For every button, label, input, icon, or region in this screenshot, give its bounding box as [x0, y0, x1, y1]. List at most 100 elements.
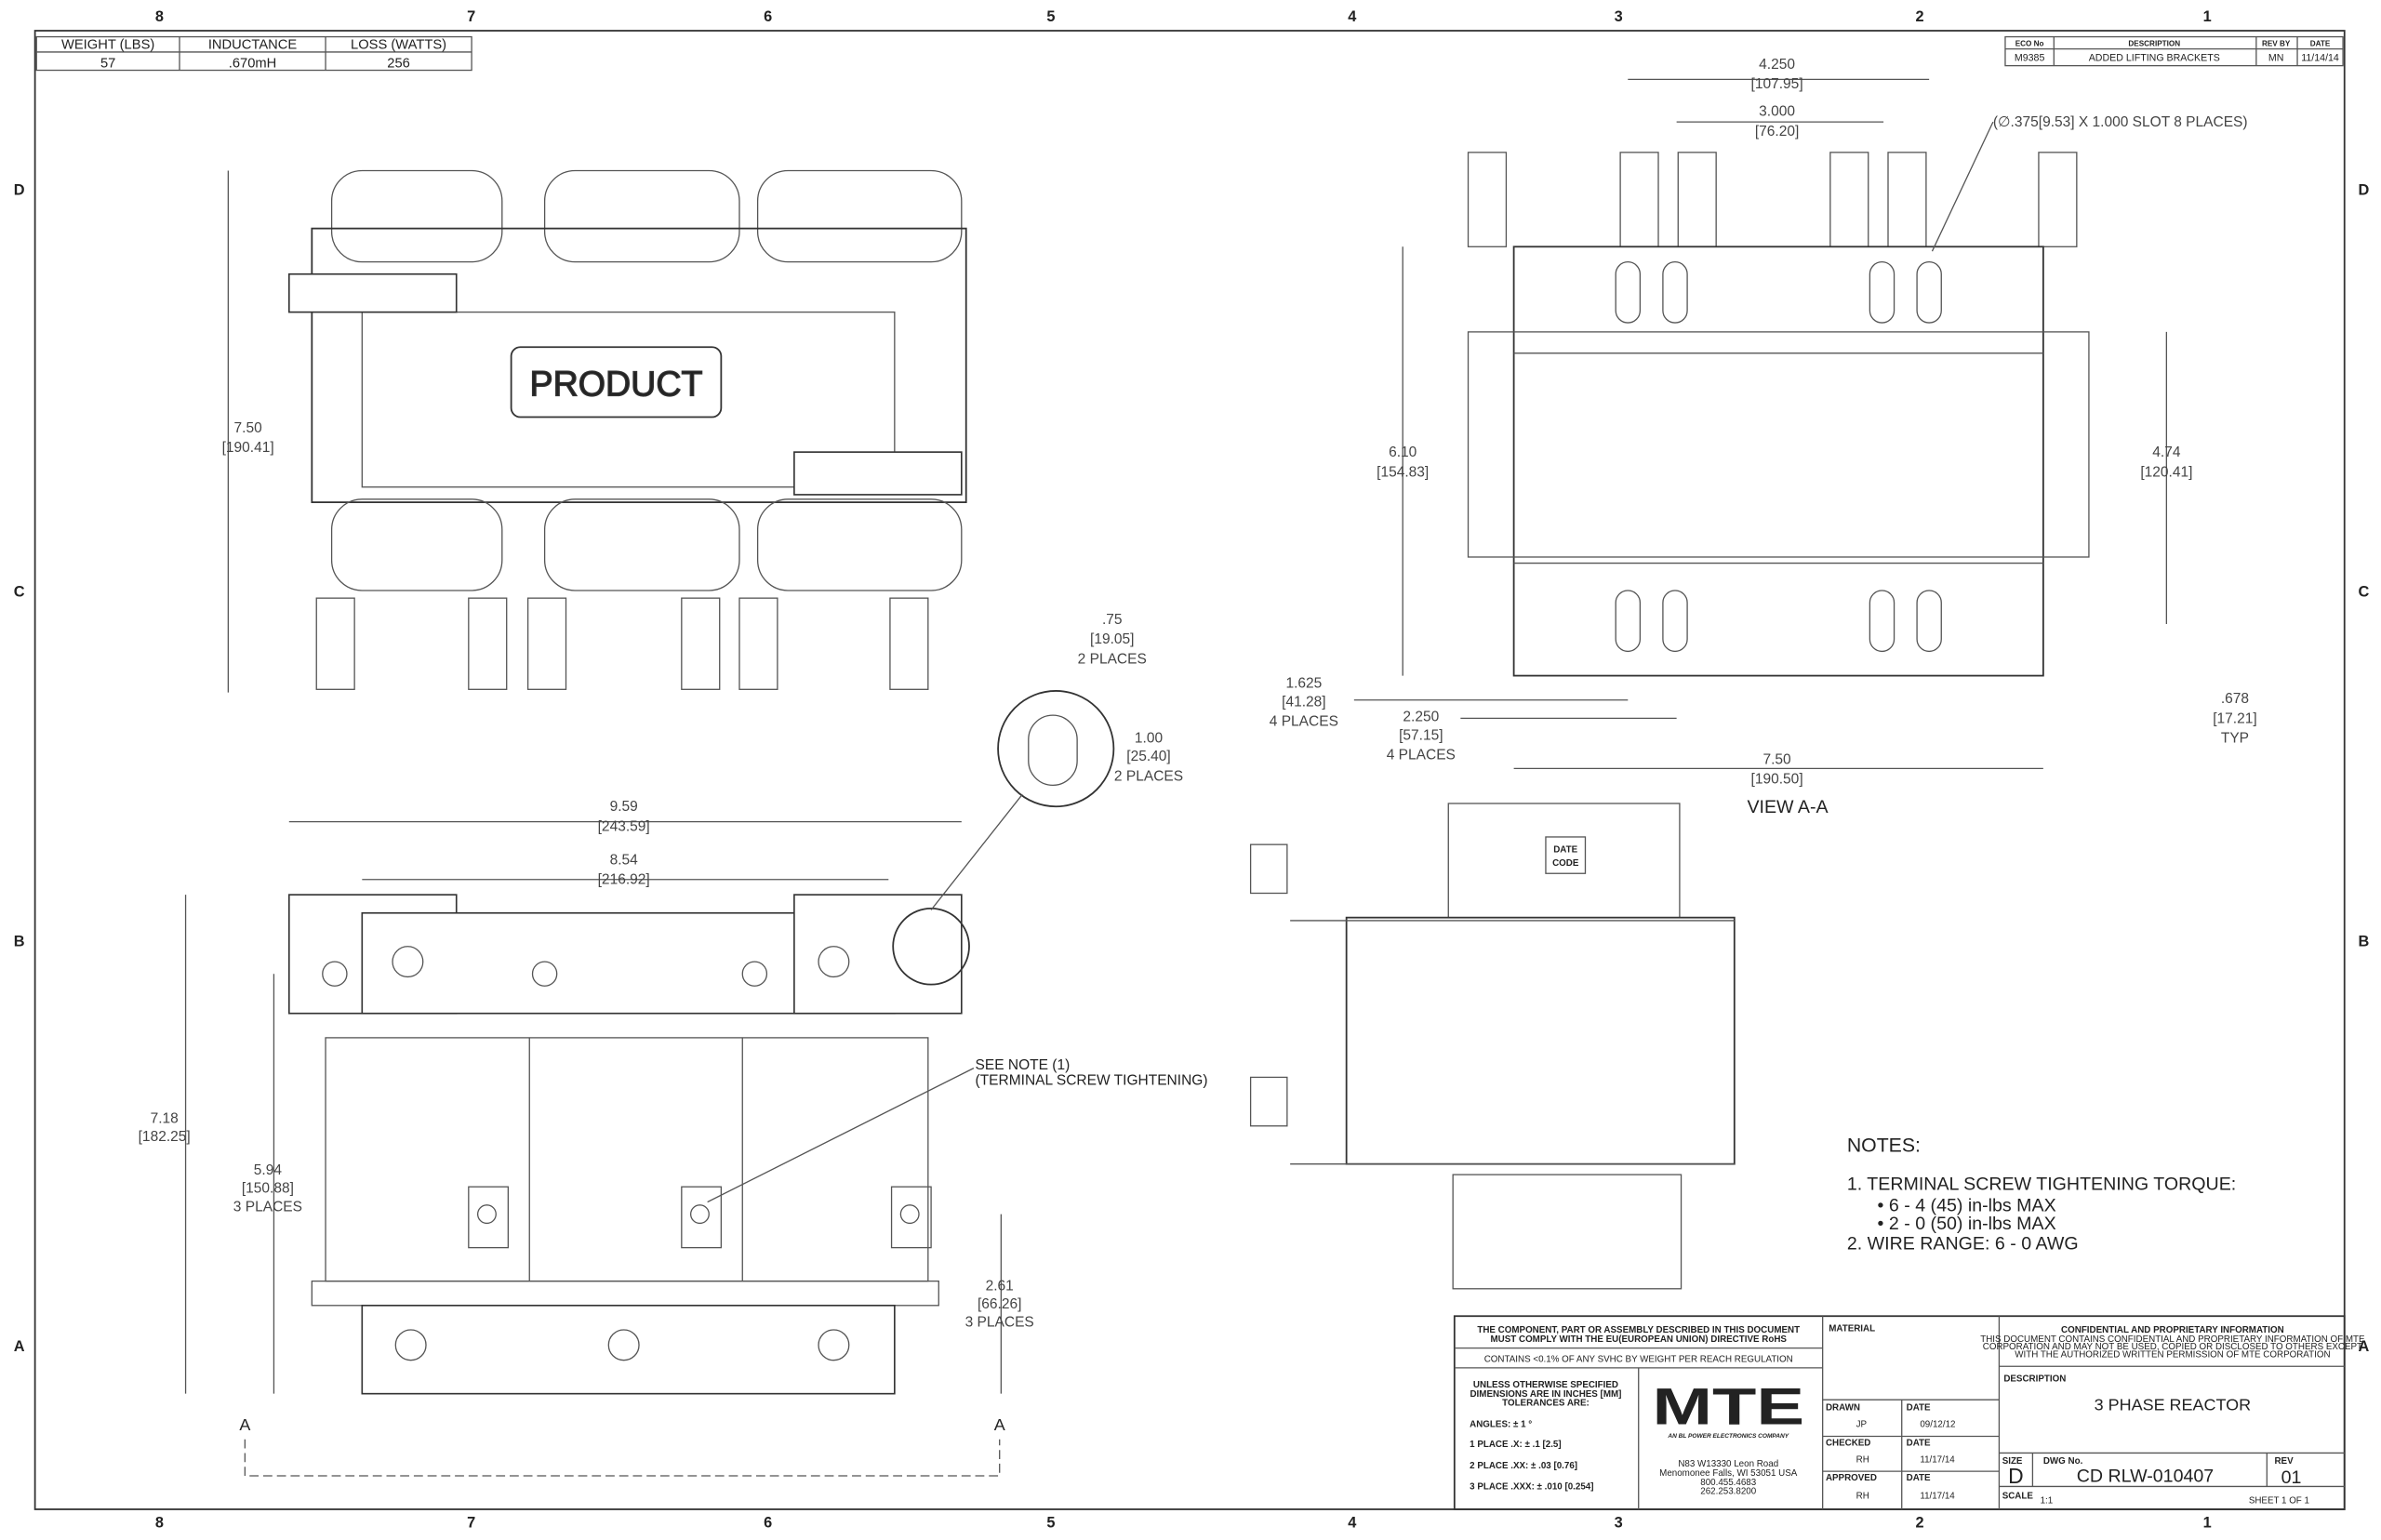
date-label: DATE [1907, 1438, 1931, 1448]
end-view: DATE CODE [1249, 803, 1736, 1290]
zone-col: 1 [2203, 8, 2212, 25]
zone-row: A [2358, 1338, 2369, 1355]
dim-label: 8.54 [610, 852, 639, 868]
notes-title: NOTES: [1847, 1135, 1921, 1157]
dim-label: [216.92] [598, 872, 650, 888]
dim-label: 1.00 [1135, 731, 1164, 747]
logo-subtitle: AN BL POWER ELECTRONICS COMPANY [1667, 1433, 1789, 1440]
address-line: N83 W13330 Leon Road [1678, 1459, 1778, 1469]
checked-by: RH [1856, 1454, 1869, 1465]
tolerance-text: ANGLES: ± 1 ° [1470, 1420, 1532, 1430]
zone-col: 7 [467, 1515, 475, 1532]
address-line: Menomonee Falls, WI 53051 USA [1659, 1468, 1798, 1479]
spec-table: WEIGHT (LBS) INDUCTANCE LOSS (WATTS) 57 … [35, 35, 472, 71]
zone-row: B [14, 934, 25, 950]
dim-label: 4 PLACES [1270, 714, 1338, 730]
note-item: • 6 - 4 (45) in-lbs MAX [1878, 1195, 2056, 1215]
dim-label: TYP [2221, 731, 2249, 747]
zone-col: 4 [1348, 1515, 1356, 1532]
dwg-label: DWG No. [2043, 1456, 2083, 1467]
dim-label: [57.15] [1399, 727, 1443, 743]
scale-value: 1:1 [2041, 1495, 2054, 1506]
date-code-label: CODE [1552, 858, 1579, 869]
dim-label: [120.41] [2140, 464, 2192, 480]
section-mark-a: A [239, 1415, 250, 1434]
confidential-text: WITH THE AUTHORIZED WRITTEN PERMISSION O… [2015, 1349, 2330, 1360]
dim-label: [150.88] [242, 1181, 294, 1197]
view-title: VIEW A-A [1747, 797, 1829, 817]
description-header: DESCRIPTION [2128, 39, 2180, 47]
confidential-title: CONFIDENTIAL AND PROPRIETARY INFORMATION [2061, 1325, 2284, 1335]
dim-label: [41.28] [1282, 694, 1325, 710]
zone-col: 8 [155, 8, 164, 25]
zone-col: 2 [1915, 1515, 1923, 1532]
rohs-text: MUST COMPLY WITH THE EU(EUROPEAN UNION) … [1491, 1334, 1788, 1345]
zone-col: 3 [1615, 8, 1623, 25]
loss-value: 256 [387, 56, 410, 71]
zone-col: 4 [1348, 8, 1356, 25]
confidential-text: THIS DOCUMENT CONTAINS CONFIDENTIAL AND … [1980, 1334, 2365, 1345]
eco-header: ECO No [2015, 39, 2044, 47]
dim-label: 6.10 [1389, 445, 1417, 460]
tolerance-text: UNLESS OTHERWISE SPECIFIED [1473, 1380, 1618, 1390]
dim-label: [107.95] [1751, 76, 1803, 92]
dim-label: [76.20] [1755, 124, 1799, 139]
zone-col: 5 [1046, 8, 1055, 25]
sheet-number: SHEET 1 OF 1 [2249, 1495, 2309, 1506]
tolerance-text: DIMENSIONS ARE IN INCHES [MM] [1470, 1389, 1621, 1400]
zone-col: 1 [2203, 1515, 2212, 1532]
zone-row: C [2358, 584, 2369, 601]
side-view: 9.59 [243.59] 8.54 [216.92] 7.18 [182.25… [139, 612, 1208, 1477]
tolerance-text: 2 PLACE .XX: ± .03 [0.76] [1470, 1461, 1577, 1471]
description-label: DESCRIPTION [2003, 1374, 2066, 1385]
zone-labels: 8 7 6 5 4 3 2 1 8 7 6 5 4 3 2 1 D C B A … [14, 8, 2370, 1531]
date-label: DATE [1907, 1403, 1931, 1414]
zone-row: D [14, 182, 25, 199]
confidential-text: CORPORATION AND MAY NOT BE USED, COPIED … [1983, 1342, 2362, 1352]
dim-label: [182.25] [139, 1129, 191, 1145]
address-line: 262.253.8200 [1700, 1487, 1756, 1497]
zone-col: 2 [1915, 8, 1923, 25]
eco-description: ADDED LIFTING BRACKETS [2089, 53, 2220, 64]
revision-number: 01 [2281, 1467, 2302, 1488]
dim-label: 4.74 [2152, 445, 2181, 460]
dim-label: [190.41] [222, 440, 274, 456]
dim-label: .75 [1102, 612, 1123, 628]
zone-row: B [2358, 934, 2369, 950]
zone-row: C [14, 584, 25, 601]
date-code-label: DATE [1553, 844, 1577, 855]
dim-label: [19.05] [1090, 631, 1134, 647]
approved-label: APPROVED [1826, 1473, 1877, 1483]
checked-date: 11/17/14 [1920, 1454, 1955, 1465]
reach-text: CONTAINS <0.1% OF ANY SVHC BY WEIGHT PER… [1484, 1354, 1793, 1364]
title-block: THE COMPONENT, PART OR ASSEMBLY DESCRIBE… [1453, 1315, 2365, 1510]
approved-date: 11/17/14 [1920, 1492, 1955, 1502]
dim-label: [243.59] [598, 818, 650, 834]
eco-date: 11/14/14 [2301, 53, 2339, 64]
zone-col: 5 [1046, 1515, 1055, 1532]
dim-label: 2.250 [1403, 710, 1439, 725]
drawing-number: CD RLW-010407 [2077, 1467, 2215, 1487]
front-view: PRODUCT 7.50 [190.41] [222, 169, 967, 693]
dim-label: 7.50 [234, 420, 263, 436]
notes: NOTES: 1. TERMINAL SCREW TIGHTENING TORQ… [1847, 1135, 2236, 1255]
date-header: DATE [2310, 39, 2331, 47]
tolerance-text: TOLERANCES ARE: [1502, 1399, 1590, 1409]
dim-label: [17.21] [2213, 710, 2256, 726]
slot-note: (∅.375[9.53] X 1.000 SLOT 8 PLACES) [1993, 114, 2248, 130]
zone-col: 8 [155, 1515, 164, 1532]
zone-row: A [14, 1338, 25, 1355]
note-item: • 2 - 0 (50) in-lbs MAX [1878, 1214, 2056, 1234]
drawn-date: 09/12/12 [1920, 1420, 1955, 1430]
weight-value: 57 [100, 56, 115, 71]
dim-label: 5.94 [254, 1162, 283, 1178]
eco-revby: MN [2268, 53, 2284, 64]
dim-label: 3 PLACES [965, 1315, 1034, 1331]
checked-label: CHECKED [1826, 1438, 1870, 1448]
dim-label: 4 PLACES [1387, 748, 1456, 763]
dim-label: .678 [2221, 691, 2249, 707]
zone-col: 7 [467, 8, 475, 25]
dim-label: 2 PLACES [1078, 651, 1147, 667]
note-item: 1. TERMINAL SCREW TIGHTENING TORQUE: [1847, 1174, 2236, 1194]
rohs-text: THE COMPONENT, PART OR ASSEMBLY DESCRIBE… [1477, 1325, 1800, 1335]
